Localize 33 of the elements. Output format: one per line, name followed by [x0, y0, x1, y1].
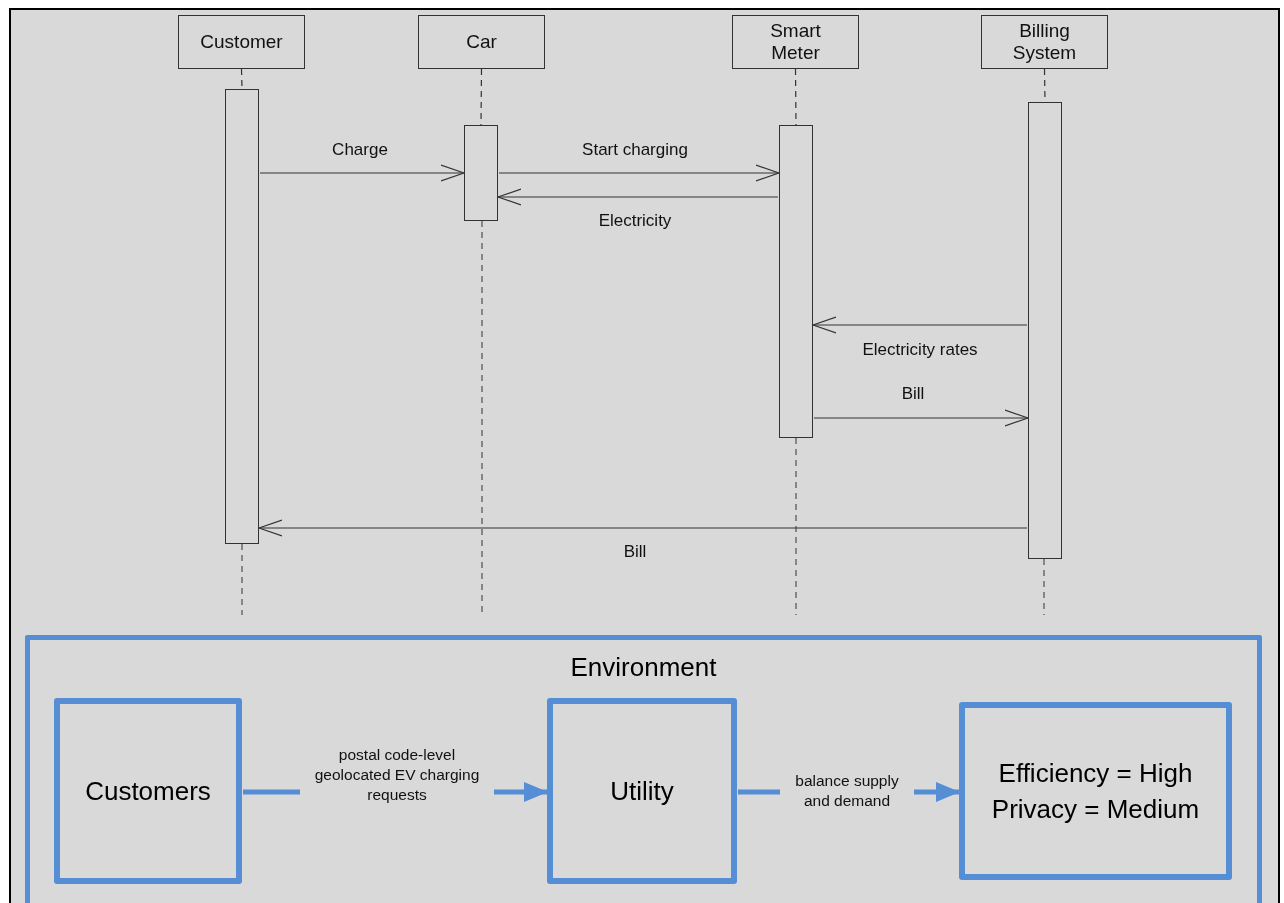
arrow	[259, 164, 465, 182]
participant-box	[178, 15, 305, 69]
actor-box	[54, 698, 242, 884]
arrow	[813, 409, 1029, 427]
participant-label: Customer	[200, 31, 283, 53]
box-label: Utility	[610, 774, 674, 808]
edge-label: Bill	[901, 383, 925, 405]
edge-label: Electricity	[598, 210, 672, 232]
participant-box	[981, 15, 1108, 69]
participant-label: Smart Meter	[769, 20, 822, 64]
box-label: Efficiency = High	[998, 756, 1193, 790]
edge-label: Charge	[332, 139, 388, 161]
arrow	[258, 519, 1028, 537]
activation-bar	[225, 89, 259, 544]
edge-label: Electricity rates	[862, 339, 978, 361]
arrow	[812, 316, 1028, 334]
activation-bar	[464, 125, 498, 221]
participant-label: Billing System	[1011, 20, 1078, 64]
edge-label: Start charging	[582, 139, 688, 161]
arrow	[498, 164, 780, 182]
box-label: Privacy = Medium	[991, 793, 1200, 826]
arrow	[497, 188, 779, 206]
environment-frame	[25, 635, 1262, 903]
result-box	[959, 702, 1232, 880]
participant-box	[732, 15, 859, 69]
participant-box	[418, 15, 545, 69]
activation-bar	[779, 125, 813, 438]
box-label: Customers	[85, 774, 211, 808]
participant-label: Car	[466, 31, 497, 53]
frame-title: Environment	[570, 652, 717, 684]
actor-box	[547, 698, 737, 884]
edge-label: Bill	[623, 541, 647, 563]
activation-bar	[1028, 102, 1062, 559]
